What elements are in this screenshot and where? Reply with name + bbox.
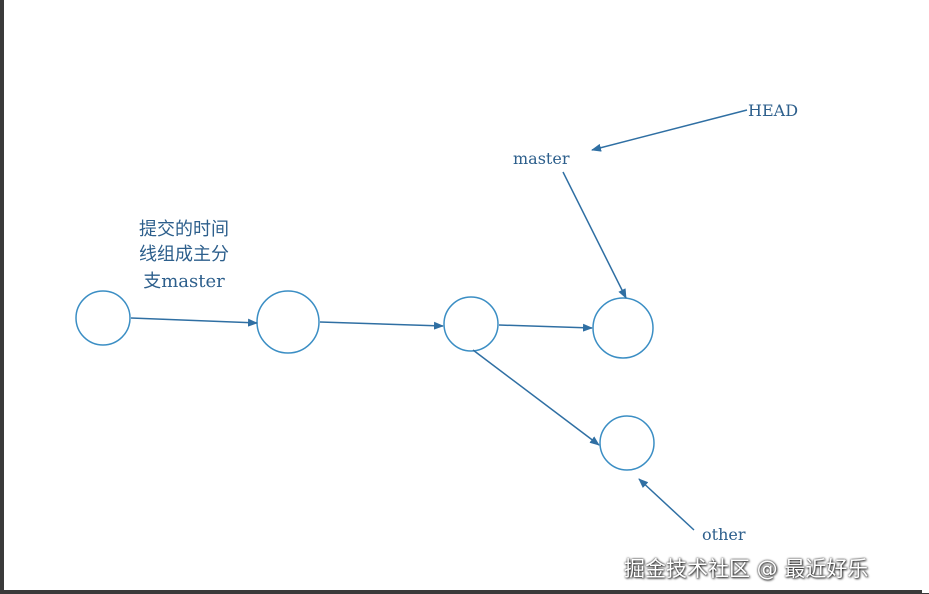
label-head: HEAD [748, 101, 798, 120]
commit-node-other [599, 415, 655, 471]
note-line-3: 支master [143, 271, 225, 292]
watermark: 掘金技术社区 @ 最近好乐 [624, 557, 869, 581]
arrow-other-pointer [638, 478, 695, 531]
arrow-3-other [472, 349, 600, 446]
note-line-1: 提交的时间 [139, 219, 229, 240]
git-branch-diagram: 提交的时间 线组成主分 支master master HEAD other [75, 101, 798, 544]
diagram-canvas: 提交的时间 线组成主分 支master master HEAD other [4, 0, 922, 590]
arrow-3-master [498, 323, 593, 332]
commit-node-master [592, 297, 654, 359]
commit-node-1 [75, 290, 131, 346]
clipped-side-panel [922, 0, 929, 593]
arrow-master-pointer [562, 171, 627, 299]
label-master: master [513, 149, 570, 168]
arrow-1-2 [130, 317, 258, 327]
arrow-head-pointer [591, 109, 748, 152]
commit-node-2 [256, 290, 320, 354]
note-line-2: 线组成主分 [139, 244, 229, 265]
commit-node-3 [443, 296, 499, 352]
arrow-2-3 [319, 321, 444, 330]
label-other: other [702, 525, 746, 544]
